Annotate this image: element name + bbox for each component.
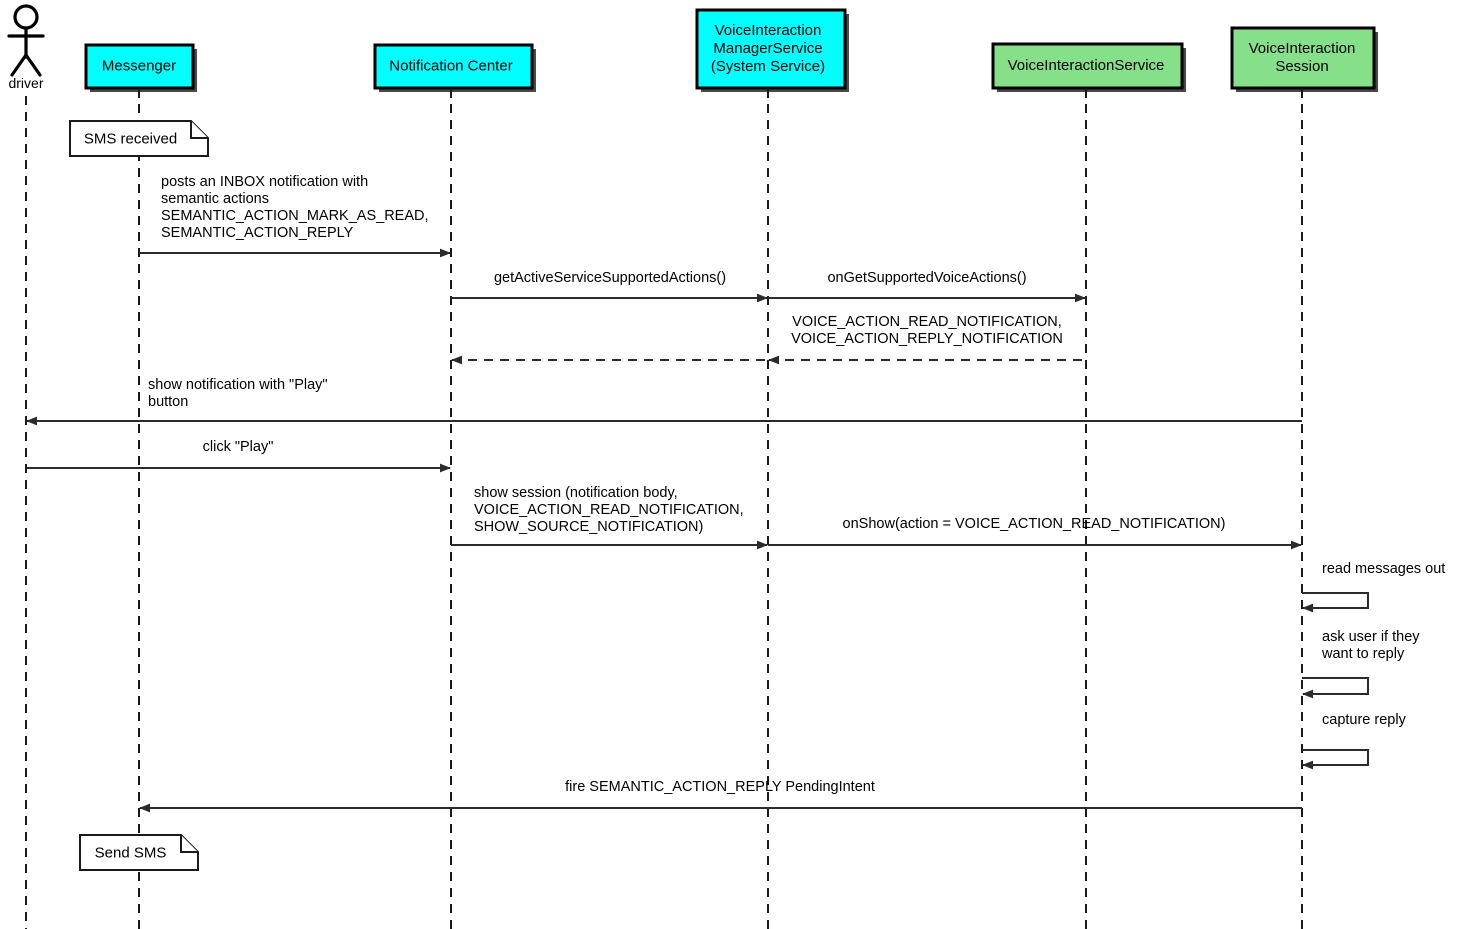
message-label-msg-return-voice-actions-to-vims: VOICE_ACTION_REPLY_NOTIFICATION	[791, 331, 1063, 347]
message-label-msg-on-show: onShow(action = VOICE_ACTION_READ_NOTIFI…	[843, 516, 1226, 532]
participant-messenger[interactable]: Messenger	[84, 43, 197, 98]
participant-label-session: VoiceInteraction	[1249, 40, 1356, 57]
participant-label-vims: ManagerService	[713, 40, 822, 57]
message-msg-show-session: show session (notification body,VOICE_AC…	[451, 485, 768, 550]
note-fold-corner-icon	[190, 121, 208, 139]
note-body	[79, 834, 199, 871]
participant-label-session: Session	[1275, 58, 1328, 75]
messages-group: posts an INBOX notification withsemantic…	[26, 174, 1302, 813]
message-label-msg-show-notification-play-button: show notification with "Play"	[148, 377, 328, 393]
lifelines-group	[25, 88, 1303, 929]
actor-head-icon	[13, 4, 39, 30]
participant-label-notification_center: Notification Center	[389, 57, 512, 74]
message-label-msg-return-voice-actions-to-vims: VOICE_ACTION_READ_NOTIFICATION,	[792, 314, 1062, 330]
participant-box-session[interactable]	[1230, 26, 1376, 90]
participant-box-notification_center[interactable]	[373, 43, 534, 90]
note-sms-received: SMS received	[69, 120, 209, 157]
message-label-msg-show-session: VOICE_ACTION_READ_NOTIFICATION,	[474, 502, 744, 518]
actor-leg-left-icon	[10, 53, 28, 77]
message-label-msg-show-session: show session (notification body,	[474, 485, 678, 501]
participant-label-messenger: Messenger	[102, 57, 176, 74]
message-msg-return-voice-actions-to-vims: VOICE_ACTION_READ_NOTIFICATION,VOICE_ACT…	[768, 314, 1086, 365]
note-text: SMS received	[84, 130, 177, 147]
message-label-msg-fire-semantic-action-reply-pending-intent: fire SEMANTIC_ACTION_REPLY PendingIntent	[565, 779, 875, 795]
self-message-label-self-capture-reply: capture reply	[1322, 712, 1407, 728]
self-message-label-self-read-messages-out: read messages out	[1322, 561, 1445, 577]
message-msg-get-active-service-supported-actions: getActiveServiceSupportedActions()	[451, 270, 768, 303]
message-msg-show-notification-play-button: show notification with "Play"button	[26, 377, 1302, 426]
message-msg-post-inbox-notification: posts an INBOX notification withsemantic…	[139, 174, 451, 258]
participant-vis[interactable]: VoiceInteractionService	[991, 42, 1186, 98]
note-send-sms: Send SMS	[79, 834, 199, 871]
note-fold-corner-icon	[180, 835, 198, 853]
message-label-msg-on-get-supported-voice-actions: onGetSupportedVoiceActions()	[827, 270, 1026, 286]
participant-box-vims[interactable]	[695, 8, 847, 90]
message-label-msg-post-inbox-notification: SEMANTIC_ACTION_MARK_AS_READ,	[161, 208, 429, 224]
message-label-msg-post-inbox-notification: posts an INBOX notification with	[161, 174, 368, 190]
self-message-label-self-ask-user-if-they-want-to-reply: ask user if they	[1322, 629, 1420, 645]
self-message-label-self-ask-user-if-they-want-to-reply: want to reply	[1321, 646, 1405, 662]
note-text: Send SMS	[95, 844, 167, 861]
message-label-msg-click-play: click "Play"	[203, 439, 274, 455]
participant-notification_center[interactable]: Notification Center	[373, 43, 536, 98]
participant-label-vims: VoiceInteraction	[715, 22, 822, 39]
self-message-self-read-messages-out: read messages out	[1302, 561, 1445, 613]
self-message-arrow-self-read-messages-out	[1302, 592, 1369, 613]
participant-label-vis: VoiceInteractionService	[1008, 57, 1165, 74]
message-msg-click-play: click "Play"	[26, 439, 451, 473]
message-msg-fire-semantic-action-reply-pending-intent: fire SEMANTIC_ACTION_REPLY PendingIntent	[139, 779, 1302, 813]
participant-box-messenger[interactable]	[84, 43, 195, 90]
actor-label-driver: driver	[8, 75, 43, 91]
actor-leg-right-icon	[24, 53, 42, 77]
participant-boxes-group: Messenger Notification Center VoiceInterac…	[84, 8, 1378, 98]
actor-driver: driver	[7, 4, 45, 91]
message-label-msg-post-inbox-notification: semantic actions	[161, 191, 269, 207]
message-label-msg-show-session: SHOW_SOURCE_NOTIFICATION)	[474, 519, 703, 535]
participant-box-vis[interactable]	[991, 42, 1184, 90]
note-body	[69, 120, 209, 157]
self-message-arrow-self-capture-reply	[1302, 749, 1369, 770]
participant-label-vims: (System Service)	[711, 58, 825, 75]
message-label-msg-show-notification-play-button: button	[148, 394, 188, 410]
message-msg-on-show: onShow(action = VOICE_ACTION_READ_NOTIFI…	[768, 516, 1302, 550]
self-message-arrow-self-ask-user-if-they-want-to-reply	[1302, 677, 1369, 699]
message-label-msg-post-inbox-notification: SEMANTIC_ACTION_REPLY	[161, 225, 354, 241]
message-label-msg-get-active-service-supported-actions: getActiveServiceSupportedActions()	[494, 270, 726, 286]
self-message-self-capture-reply: capture reply	[1302, 712, 1407, 770]
message-msg-on-get-supported-voice-actions: onGetSupportedVoiceActions()	[768, 270, 1086, 303]
